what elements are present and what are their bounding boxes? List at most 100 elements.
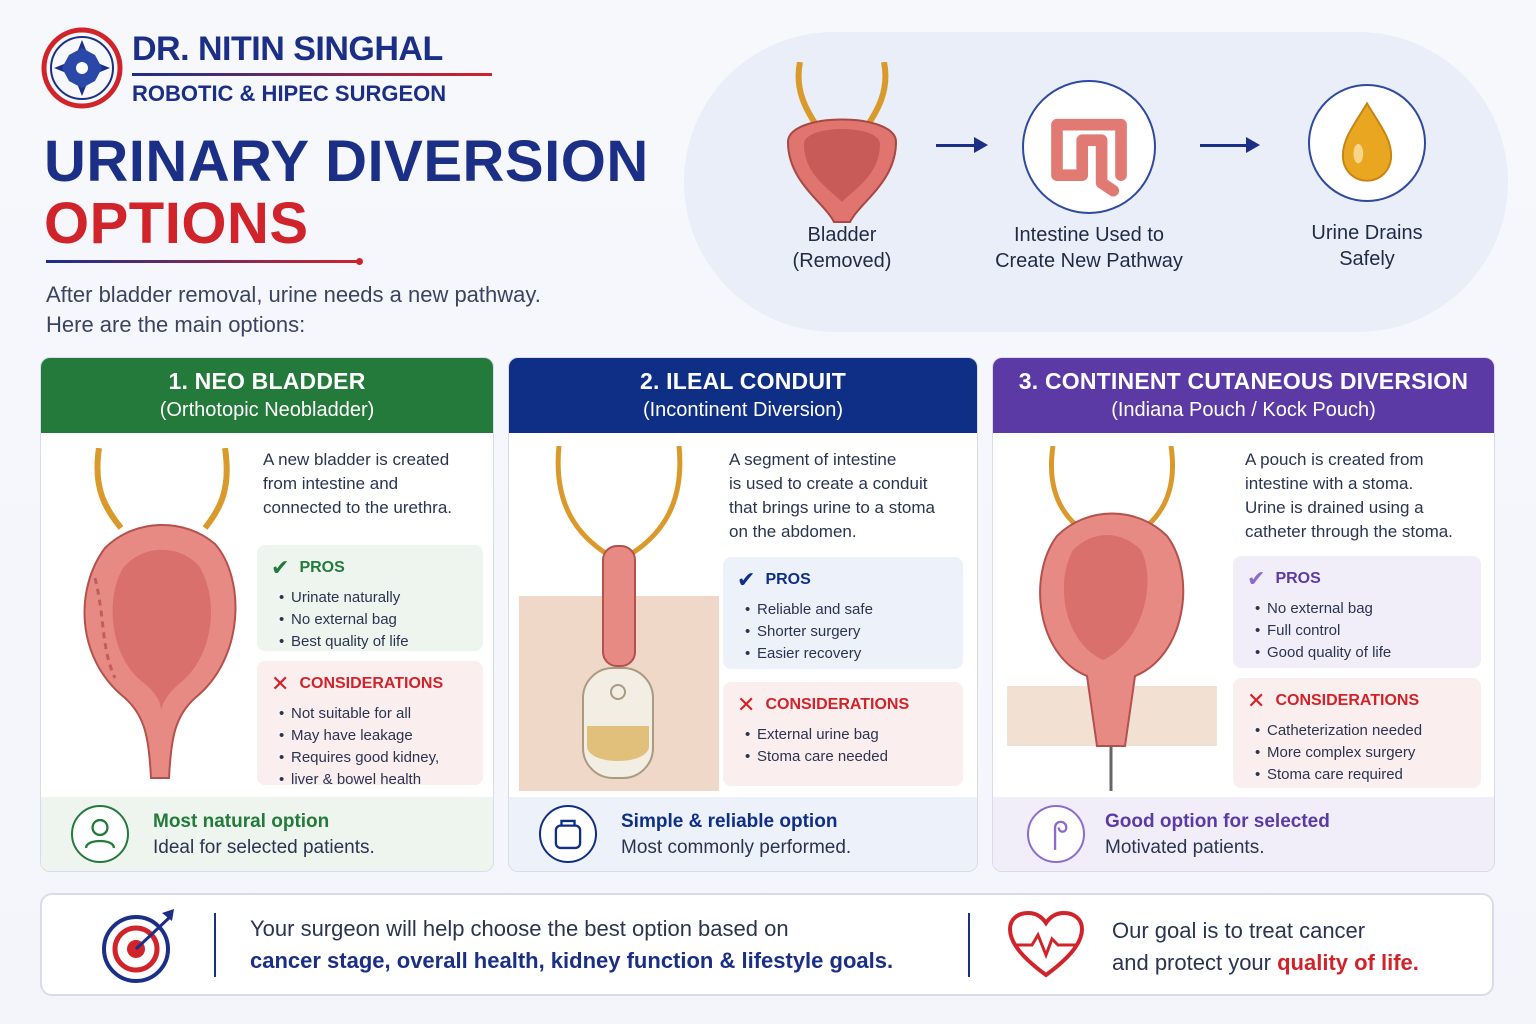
target-icon xyxy=(102,909,174,983)
considerations-box: ✕ CONSIDERATIONS Catheterization needed … xyxy=(1233,678,1481,788)
list-item: Shorter surgery xyxy=(745,621,949,643)
list-item: May have leakage xyxy=(279,725,469,747)
check-icon: ✔ xyxy=(737,567,756,592)
considerations-title: CONSIDERATIONS xyxy=(299,675,444,692)
considerations-box: ✕ CONSIDERATIONS External urine bag Stom… xyxy=(723,682,963,786)
page-title-line1: URINARY DIVERSION xyxy=(44,129,649,194)
list-item: More complex surgery xyxy=(1255,742,1467,764)
pros-box: ✔ PROS Urinate naturally No external bag… xyxy=(257,545,483,653)
bottom-left-line2: cancer stage, overall health, kidney fun… xyxy=(250,948,894,973)
brand-divider xyxy=(132,73,492,76)
flow-arrow-1 xyxy=(936,137,988,153)
cross-icon: ✕ xyxy=(1247,688,1266,713)
list-item: Good quality of life xyxy=(1255,642,1467,664)
card-footer: Good option for selected Motivated patie… xyxy=(993,797,1494,871)
considerations-list: External urine bag Stoma care needed xyxy=(737,724,949,768)
bottom-left-text: Your surgeon will help choose the best o… xyxy=(250,913,970,977)
pros-list: Urinate naturally No external bag Best q… xyxy=(271,587,469,653)
list-item: Full control xyxy=(1255,620,1467,642)
footer-title: Most natural option xyxy=(153,811,330,832)
pouch-illustration-icon xyxy=(1007,446,1217,791)
person-icon xyxy=(71,805,129,863)
bottom-right-line1: Our goal is to treat cancer xyxy=(1112,918,1366,943)
list-item: Not suitable for all xyxy=(279,703,469,725)
list-item: Best quality of life xyxy=(279,631,469,653)
intro-line1: After bladder removal, urine needs a new… xyxy=(46,282,541,307)
flow-step-intestine: Intestine Used to Create New Pathway xyxy=(995,224,1183,272)
urine-drop-icon-circle xyxy=(1308,84,1426,202)
flow-arrow-2 xyxy=(1200,137,1260,153)
card-footer: Most natural option Ideal for selected p… xyxy=(41,797,493,871)
pros-title: PROS xyxy=(1275,570,1321,587)
flow-step-urine: Urine Drains Safely xyxy=(1311,222,1423,270)
card-header: 1. NEO BLADDER (Orthotopic Neobladder) xyxy=(41,358,493,433)
intro-text: After bladder removal, urine needs a new… xyxy=(46,280,541,340)
list-item: Requires good kidney, xyxy=(279,747,469,769)
bottom-right-line2: and protect your quality of life. xyxy=(1112,950,1419,975)
bottom-divider-right xyxy=(968,913,970,977)
card-title: 2. ILEAL CONDUIT xyxy=(640,368,846,394)
considerations-list: Catheterization needed More complex surg… xyxy=(1247,720,1467,786)
flow-step-bladder: Bladder (Removed) xyxy=(792,224,892,272)
list-item: Urinate naturally xyxy=(279,587,469,609)
pros-list: Reliable and safe Shorter surgery Easier… xyxy=(737,599,949,665)
neobladder-illustration-icon xyxy=(83,448,237,779)
list-item: Catheterization needed xyxy=(1255,720,1467,742)
list-item: Stoma care needed xyxy=(745,746,949,768)
ileal-conduit-illustration-icon xyxy=(519,446,719,791)
page-title-line2: OPTIONS xyxy=(44,191,309,256)
title-underline-dot xyxy=(356,258,363,265)
list-item: No external bag xyxy=(1255,598,1467,620)
card-description: A new bladder is created from intestine … xyxy=(263,450,453,517)
intestine-icon-circle xyxy=(1022,80,1156,214)
considerations-box: ✕ CONSIDERATIONS Not suitable for all Ma… xyxy=(257,661,483,791)
card-ileal-conduit: 2. ILEAL CONDUIT (Incontinent Diversion)… xyxy=(508,357,978,872)
bottom-left-line1: Your surgeon will help choose the best o… xyxy=(250,916,789,941)
card-continent-cutaneous: 3. CONTINENT CUTANEOUS DIVERSION (Indian… xyxy=(992,357,1495,872)
pros-title: PROS xyxy=(299,559,345,576)
urine-drop-icon xyxy=(1341,101,1393,182)
card-subtitle: (Incontinent Diversion) xyxy=(642,399,844,421)
pros-title: PROS xyxy=(765,571,811,588)
check-icon: ✔ xyxy=(1247,566,1266,591)
card-header: 2. ILEAL CONDUIT (Incontinent Diversion) xyxy=(509,358,977,433)
pros-list: No external bag Full control Good qualit… xyxy=(1247,598,1467,664)
considerations-title: CONSIDERATIONS xyxy=(765,696,910,713)
check-icon: ✔ xyxy=(271,555,290,580)
card-description: A segment of intestine is used to create… xyxy=(729,450,936,541)
brand-subtitle: ROBOTIC & HIPEC SURGEON xyxy=(132,81,447,106)
list-item: Stoma care required xyxy=(1255,764,1467,786)
brand-name: DR. NITIN SINGHAL xyxy=(132,30,443,68)
bag-icon xyxy=(539,805,597,863)
card-subtitle: (Indiana Pouch / Kock Pouch) xyxy=(1111,399,1376,421)
brand-header: DR. NITIN SINGHAL ROBOTIC & HIPEC SURGEO… xyxy=(40,26,492,112)
card-subtitle: (Orthotopic Neobladder) xyxy=(159,399,375,421)
flow-panel: Bladder (Removed) Intestine Used to Crea… xyxy=(684,32,1508,332)
footer-text: Motivated patients. xyxy=(1105,837,1265,858)
card-header: 3. CONTINENT CUTANEOUS DIVERSION (Indian… xyxy=(993,358,1494,433)
catheter-icon xyxy=(1027,805,1085,863)
intestine-icon xyxy=(1051,118,1127,197)
intro-line2: Here are the main options: xyxy=(46,312,306,337)
list-item: Reliable and safe xyxy=(745,599,949,621)
considerations-title: CONSIDERATIONS xyxy=(1275,692,1420,709)
footer-title: Good option for selected xyxy=(1105,811,1330,832)
pros-box: ✔ PROS Reliable and safe Shorter surgery… xyxy=(723,557,963,669)
bottom-banner: Your surgeon will help choose the best o… xyxy=(40,893,1494,996)
heart-rate-icon xyxy=(1007,910,1085,978)
card-footer: Simple & reliable option Most commonly p… xyxy=(509,797,977,871)
bladder-icon xyxy=(786,62,898,223)
card-title: 3. CONTINENT CUTANEOUS DIVERSION xyxy=(1018,368,1469,394)
cross-icon: ✕ xyxy=(271,671,290,696)
title-underline xyxy=(46,260,362,263)
list-item: No external bag xyxy=(279,609,469,631)
list-item: Easier recovery xyxy=(745,643,949,665)
footer-text: Ideal for selected patients. xyxy=(153,837,375,858)
footer-title: Simple & reliable option xyxy=(621,811,838,832)
list-item: External urine bag xyxy=(745,724,949,746)
card-description: A pouch is created from intestine with a… xyxy=(1245,450,1453,541)
cross-icon: ✕ xyxy=(737,692,756,717)
pros-box: ✔ PROS No external bag Full control Good… xyxy=(1233,556,1481,668)
considerations-list: Not suitable for all May have leakage Re… xyxy=(271,703,469,791)
brand-logo-icon xyxy=(41,27,123,109)
